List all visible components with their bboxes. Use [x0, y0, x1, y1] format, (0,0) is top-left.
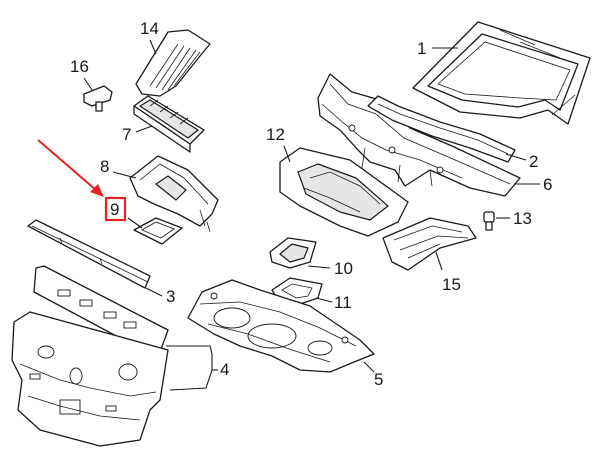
part-air-duct: [135, 29, 211, 97]
callout-9: 9: [110, 200, 119, 219]
callout-16: 16: [70, 57, 89, 76]
leader-16: [83, 77, 93, 91]
callout-3: 3: [166, 287, 175, 306]
leader-14: [149, 39, 157, 55]
callout-13: 13: [513, 209, 532, 228]
part-cabin-filter: [133, 95, 205, 153]
part-cowl-panel: [317, 73, 521, 197]
callout-numbers: 1 2 3 4 5 6 7 8 9 10 11 12 13 14 15 16: [70, 19, 552, 389]
leader-7: [135, 125, 153, 133]
leader-5: [363, 361, 375, 373]
leader-10: [307, 265, 331, 269]
callout-12: 12: [266, 125, 285, 144]
leader-lines: [83, 39, 540, 391]
arrow-shaft: [37, 139, 97, 191]
part-clip: [483, 211, 495, 231]
leader-15: [435, 251, 443, 271]
callout-15: 15: [442, 275, 461, 294]
leader-11: [315, 297, 333, 303]
callout-10: 10: [334, 259, 353, 278]
leader-12: [283, 145, 291, 163]
leader-9: [127, 217, 143, 229]
pointer-arrow: [37, 139, 104, 197]
leader-4: [166, 345, 213, 391]
callout-2: 2: [529, 152, 538, 171]
leader-8: [112, 171, 137, 179]
part-cowl-trim: [367, 95, 516, 163]
part-filter-housing: [129, 155, 219, 233]
part-plenum-tray: [187, 279, 375, 373]
part-firewall: [11, 265, 169, 447]
callout-9-highlight-box: [104, 196, 127, 222]
callout-14: 14: [140, 19, 159, 38]
callout-8: 8: [100, 157, 109, 176]
callout-7: 7: [122, 125, 131, 144]
part-windshield-frame: [412, 21, 591, 125]
leader-2: [505, 153, 527, 161]
part-lower-cross-member: [27, 219, 151, 289]
callout-4: 4: [220, 360, 229, 379]
callout-5: 5: [374, 370, 383, 389]
part-grommet: [269, 237, 317, 269]
callout-6: 6: [543, 175, 552, 194]
part-small-bracket: [83, 85, 113, 112]
callout-11: 11: [334, 293, 352, 312]
leader-3: [145, 287, 163, 297]
part-side-cover: [382, 217, 477, 271]
callout-1: 1: [417, 39, 426, 58]
part-seal-highlighted: [133, 217, 183, 245]
arrow-head: [90, 184, 104, 197]
part-insulation-pad: [279, 147, 409, 237]
